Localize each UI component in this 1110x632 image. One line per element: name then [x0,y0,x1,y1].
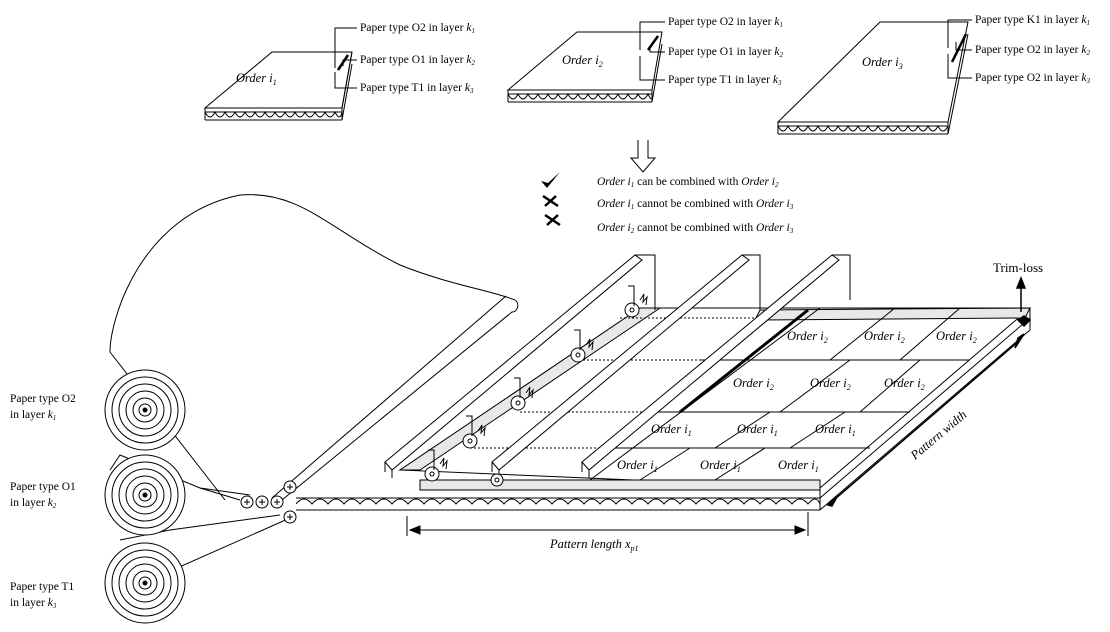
order-1-layer-3: Paper type T1 in layer k3 [360,82,474,95]
grid-cell: Order i2 [864,329,905,345]
grid-cell: Order i1 [815,422,856,438]
order-2-layer-1: Paper type O2 in layer k1 [668,16,783,29]
roll-2-layer: in layer k2 [10,497,57,510]
legend-item-3: Order i2 cannot be combined with Order i… [597,222,794,235]
grid-cell: Order i2 [810,376,851,392]
pattern-length-arrow [407,512,808,536]
order-3-layer-2: Paper type O2 in layer k2 [975,44,1090,57]
order-2-layer-3: Paper type T1 in layer k3 [668,74,782,87]
order-1-title: Order i1 [236,71,277,87]
roll-3 [105,543,185,623]
roll-2 [105,455,185,535]
down-double-arrow-icon [631,140,655,172]
conveyor-board [296,308,1030,510]
order-1-layer-2: Paper type O1 in layer k2 [360,54,475,67]
grid-cell: Order i2 [733,376,774,392]
grid-cell: Order i1 [737,422,778,438]
order-2-title: Order i2 [562,53,603,69]
order-3-layer-3: Paper type O2 in layer k3 [975,72,1090,85]
legend-item-2: Order i1 cannot be combined with Order i… [597,198,794,211]
grid-cell: Order i2 [884,376,925,392]
roll-labels: Paper type O2 in layer k1 Paper type O1 … [10,393,76,610]
cross-icon [545,215,560,225]
grid-cell: Order i2 [787,329,828,345]
roll-3-label: Paper type T1 [10,581,75,593]
grid-cell: Order i1 [778,458,819,474]
grid-cell: Order i2 [936,329,977,345]
pattern-length-label: Pattern length xp1 [549,537,639,553]
legend: Order i1 can be combined with Order i2 O… [541,172,794,235]
cross-icon [543,196,558,206]
trim-loss-arrow [1017,278,1030,326]
trim-loss-label: Trim-loss [993,260,1043,275]
order-1-layer-1: Paper type O2 in layer k1 [360,22,475,35]
grid-cell: Order i1 [700,458,741,474]
roll-3-layer: in layer k3 [10,597,57,610]
order-3-title: Order i3 [862,55,903,71]
order-1-board [205,28,357,120]
check-icon [541,172,560,188]
order-2-layer-2: Paper type O1 in layer k2 [668,46,783,59]
grid-cell: Order i1 [617,458,658,474]
roll-1-label: Paper type O2 [10,393,76,405]
roll-2-label: Paper type O1 [10,481,76,493]
grid-cell: Order i1 [651,422,692,438]
order-3-layer-1: Paper type K1 in layer k1 [975,14,1090,27]
roll-1-layer: in layer k1 [10,409,56,422]
legend-item-1: Order i1 can be combined with Order i2 [597,176,779,189]
order-3-board [778,20,972,134]
roll-1 [105,370,185,450]
